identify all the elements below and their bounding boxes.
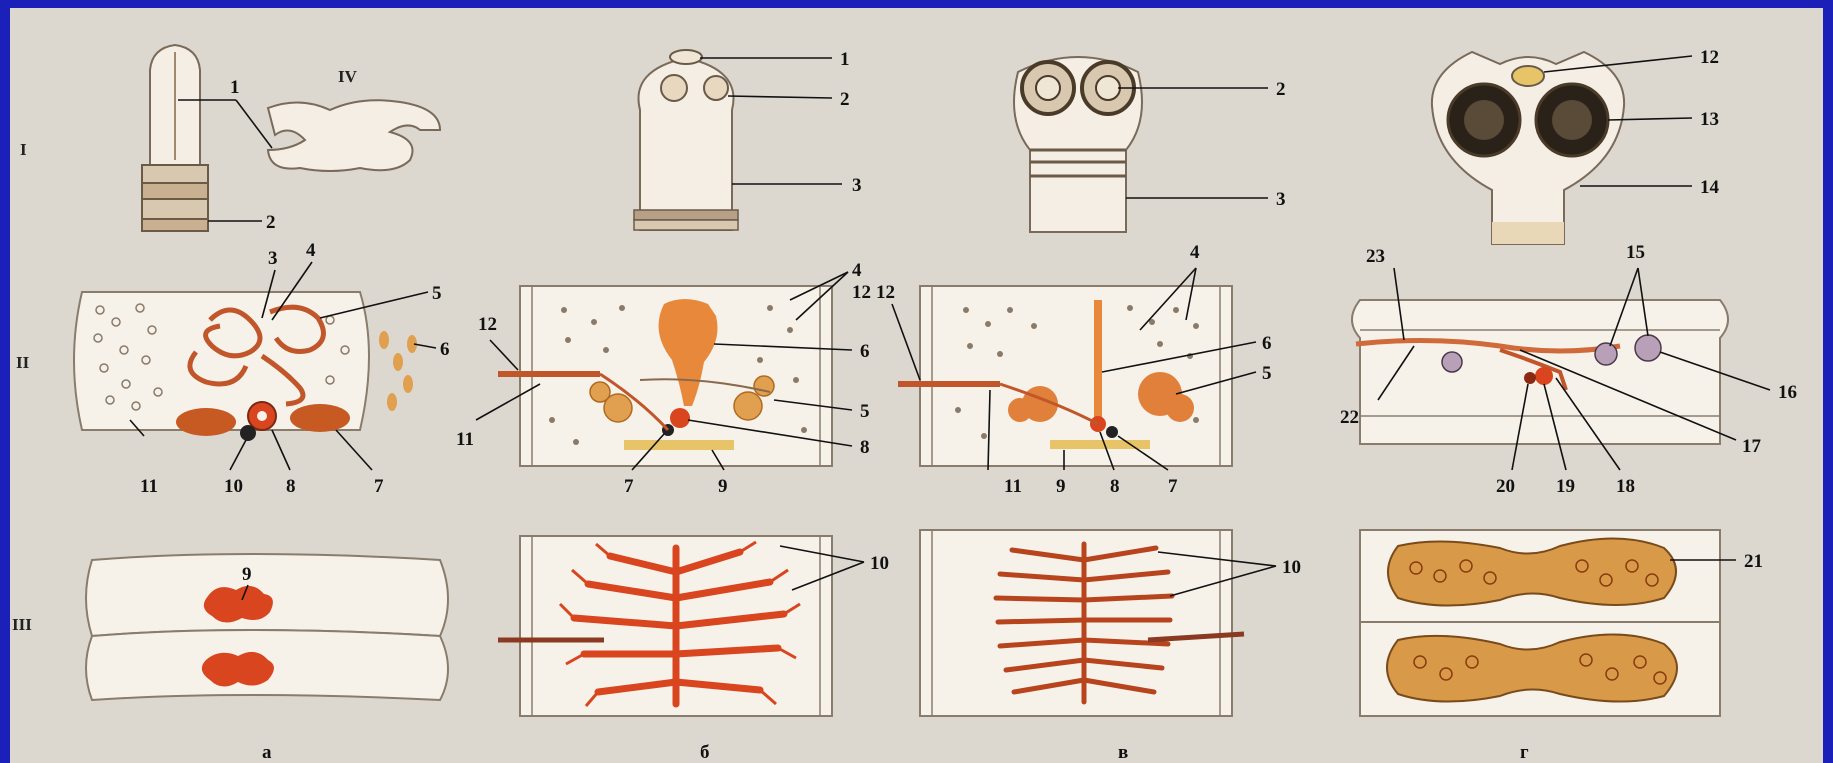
label-v-4: 4 [1190,242,1200,263]
label-g-20: 20 [1496,476,1515,497]
label-a-11: 11 [140,476,158,497]
label-b-4: 4 [852,260,862,281]
label-v-8: 8 [1110,476,1120,497]
column-label-v: в [1118,742,1128,763]
label-b-5: 5 [860,401,870,422]
label-b-12: 12 [852,282,871,303]
label-v-7: 7 [1168,476,1178,497]
label-a-4: 4 [306,240,316,261]
mature-proglottid-v [920,530,1244,716]
label-a-2: 2 [266,212,276,233]
leader-a8 [272,430,290,470]
label-b-3: 3 [852,175,862,196]
row-label-III: III [12,615,32,634]
label-b-6: 6 [860,341,870,362]
label-g-18: 18 [1616,476,1635,497]
label-a-3: 3 [268,248,278,269]
row-label-II: II [16,353,30,372]
label-a-1: 1 [230,77,240,98]
label-g-19: 19 [1556,476,1575,497]
cross-section-IV [268,100,440,171]
column-label-g: г [1520,742,1529,763]
label-b-11: 11 [456,429,474,450]
label-b-10: 10 [870,553,889,574]
scolex-b [634,50,738,230]
leader-a1b [236,100,272,148]
label-g-14: 14 [1700,177,1720,198]
label-g-21: 21 [1744,551,1763,572]
label-a-6: 6 [440,339,450,360]
label-b-9: 9 [718,476,728,497]
label-v-9: 9 [1056,476,1066,497]
label-a-10: 10 [224,476,243,497]
scolex-g [1432,52,1624,244]
label-b-1: 1 [840,49,850,70]
label-g-15: 15 [1626,242,1645,263]
mature-proglottid-a [86,554,448,700]
row-label-I: I [20,140,27,159]
label-g-12: 12 [1700,47,1719,68]
leader-a6 [414,344,436,348]
leader-b2 [728,96,832,98]
scolex-v [1014,57,1142,232]
proglottid-v [898,286,1232,466]
column-label-a: а [262,742,272,763]
leader-v12 [892,304,920,380]
leader-a10 [230,440,246,470]
label-g-13: 13 [1700,109,1719,130]
scolex-a [142,45,208,231]
label-b-7: 7 [624,476,634,497]
label-g-22: 22 [1340,407,1359,428]
leader-a7 [336,430,372,470]
label-v-3: 3 [1276,189,1286,210]
row-label-IV: IV [338,67,358,86]
label-b-8: 8 [860,437,870,458]
leader-b12 [490,340,518,370]
proglottid-a [74,292,417,441]
label-a-7: 7 [374,476,384,497]
label-a-5: 5 [432,283,442,304]
label-b-12-left: 12 [478,314,497,335]
label-g-17: 17 [1742,436,1762,457]
label-g-23: 23 [1366,246,1385,267]
label-g-16: 16 [1778,382,1797,403]
label-v-2: 2 [1276,79,1286,100]
label-v-11: 11 [1004,476,1022,497]
label-a-9: 9 [242,564,252,585]
label-b-2: 2 [840,89,850,110]
label-v-6: 6 [1262,333,1272,354]
label-v-10: 10 [1282,557,1301,578]
column-label-b: б [700,742,710,763]
mature-proglottid-g [1360,530,1720,716]
proglottid-g [1352,300,1728,444]
label-a-8: 8 [286,476,296,497]
proglottid-b [498,286,832,466]
label-v-12: 12 [876,282,895,303]
label-v-5: 5 [1262,363,1272,384]
mature-proglottid-b [498,536,832,716]
